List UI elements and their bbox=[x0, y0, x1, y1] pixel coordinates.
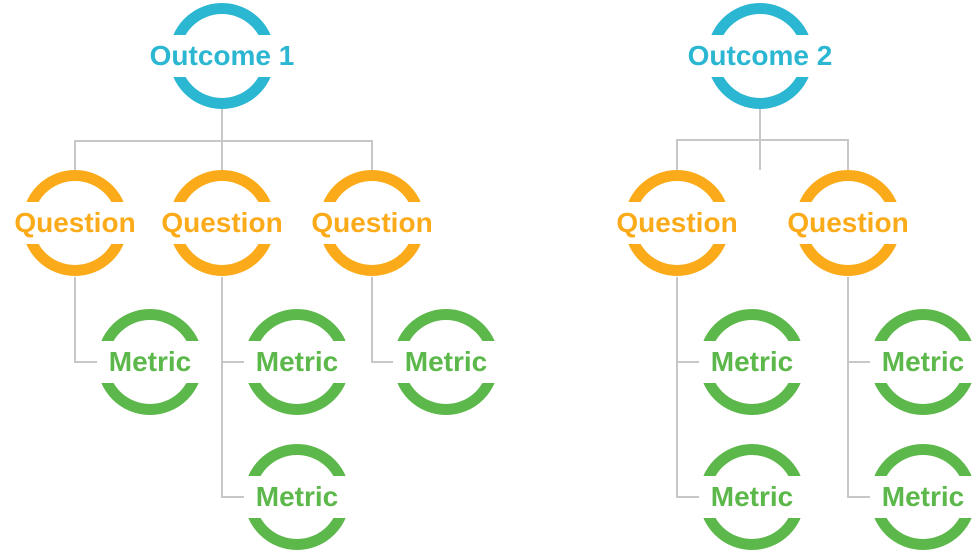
metric-label: Metric bbox=[404, 346, 488, 377]
metric-label: Metric bbox=[881, 346, 965, 377]
connector-line bbox=[221, 277, 223, 498]
node-question-2: Question bbox=[142, 170, 302, 276]
node-question-1: Question bbox=[0, 170, 155, 276]
label-band bbox=[142, 202, 302, 244]
connector-line bbox=[847, 361, 870, 363]
node-metric-6: Metric bbox=[672, 444, 832, 550]
outcome-label: Outcome 2 bbox=[687, 40, 833, 71]
node-outcome-2: Outcome 2 bbox=[680, 3, 840, 109]
metric-label: Metric bbox=[255, 481, 339, 512]
metric-label: Metric bbox=[255, 346, 339, 377]
label-band bbox=[0, 202, 155, 244]
metric-label: Metric bbox=[881, 481, 965, 512]
question-label: Question bbox=[787, 207, 909, 238]
connector-line bbox=[371, 361, 393, 363]
node-question-4: Question bbox=[597, 170, 757, 276]
connector-line bbox=[676, 139, 849, 141]
connector-line bbox=[371, 277, 373, 363]
node-metric-2: Metric bbox=[217, 309, 377, 415]
connector-line bbox=[221, 361, 244, 363]
metric-label: Metric bbox=[710, 481, 794, 512]
metric-label: Metric bbox=[108, 346, 192, 377]
node-metric-3: Metric bbox=[366, 309, 526, 415]
question-label: Question bbox=[14, 207, 136, 238]
question-label: Question bbox=[311, 207, 433, 238]
connector-line bbox=[74, 361, 97, 363]
connector-line bbox=[847, 277, 849, 498]
node-question-3: Question bbox=[292, 170, 452, 276]
label-band bbox=[597, 202, 757, 244]
node-metric-8: Metric bbox=[843, 444, 980, 550]
node-question-5: Question bbox=[768, 170, 928, 276]
connector-line bbox=[74, 277, 76, 363]
metric-label: Metric bbox=[710, 346, 794, 377]
connector-line bbox=[847, 139, 849, 170]
outcome-label: Outcome 1 bbox=[149, 40, 295, 71]
connector-line bbox=[74, 140, 76, 170]
node-outcome-1: Outcome 1 bbox=[142, 3, 302, 109]
node-metric-5: Metric bbox=[672, 309, 832, 415]
label-band bbox=[768, 202, 928, 244]
node-metric-7: Metric bbox=[843, 309, 980, 415]
question-label: Question bbox=[616, 207, 738, 238]
connector-line bbox=[676, 139, 678, 170]
connector-line bbox=[847, 496, 870, 498]
connector-line bbox=[676, 361, 699, 363]
connector-line bbox=[676, 277, 678, 498]
question-label: Question bbox=[161, 207, 283, 238]
connector-line bbox=[221, 109, 223, 170]
label-band bbox=[680, 35, 840, 77]
node-metric-1: Metric bbox=[70, 309, 230, 415]
connector-line bbox=[221, 496, 244, 498]
label-band bbox=[142, 35, 302, 77]
node-metric-4: Metric bbox=[217, 444, 377, 550]
connector-line bbox=[371, 140, 373, 170]
connector-line bbox=[676, 496, 699, 498]
label-band bbox=[292, 202, 452, 244]
connector-line bbox=[74, 140, 373, 142]
